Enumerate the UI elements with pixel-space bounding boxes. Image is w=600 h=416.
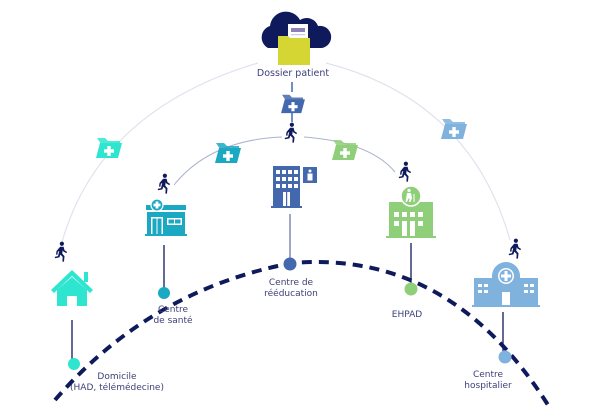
medical-folder-icon [332,140,358,160]
nursing-home-icon [386,185,436,238]
hospitalier-node [498,350,512,364]
station-label-line: Domicile [97,372,137,382]
station-label-domicile: Domicile (HAD, télémédecine) [62,372,172,394]
walking-person-icon [284,122,298,143]
hospital-icon [472,262,540,307]
station-label-ehpad: EHPAD [384,310,430,321]
station-label-centre-hospitalier: Centre hospitalier [460,370,516,392]
station-label-line: (HAD, télémédecine) [70,383,164,393]
centre-sante-node [158,287,170,299]
health-center-icon [145,198,187,236]
station-label-line: EHPAD [391,310,423,320]
medical-folder-icon [441,119,467,139]
outer-arc-right [325,62,511,241]
walking-person-icon [398,161,412,182]
walking-person-icon [54,241,68,262]
medical-folder-icon [96,138,122,158]
dossier-patient-icon [261,11,332,65]
station-label-line: Centre [472,370,504,380]
outer-arc [61,62,259,243]
station-label-line: Centre de [268,278,314,288]
medical-folder-icon [215,143,241,163]
inner-arc-right [303,136,396,173]
station-label-centre-sante: Centre de santé [150,305,196,327]
hub-label: Dossier patient [256,68,330,79]
reeducation-node [283,257,297,271]
station-label-line: rééducation [264,289,318,299]
station-label-line: hospitalier [464,381,512,391]
station-label-centre-reeducation: Centre de rééducation [258,278,324,300]
station-label-line: de santé [153,316,193,326]
station-label-line: Centre [157,305,189,315]
walking-person-icon [157,173,171,194]
house-icon [51,270,93,306]
domicile-node [68,358,80,370]
medical-folder-icon [281,94,305,114]
walking-person-icon [508,238,522,259]
rehab-building-icon [271,166,317,208]
ehpad-node [404,282,418,296]
